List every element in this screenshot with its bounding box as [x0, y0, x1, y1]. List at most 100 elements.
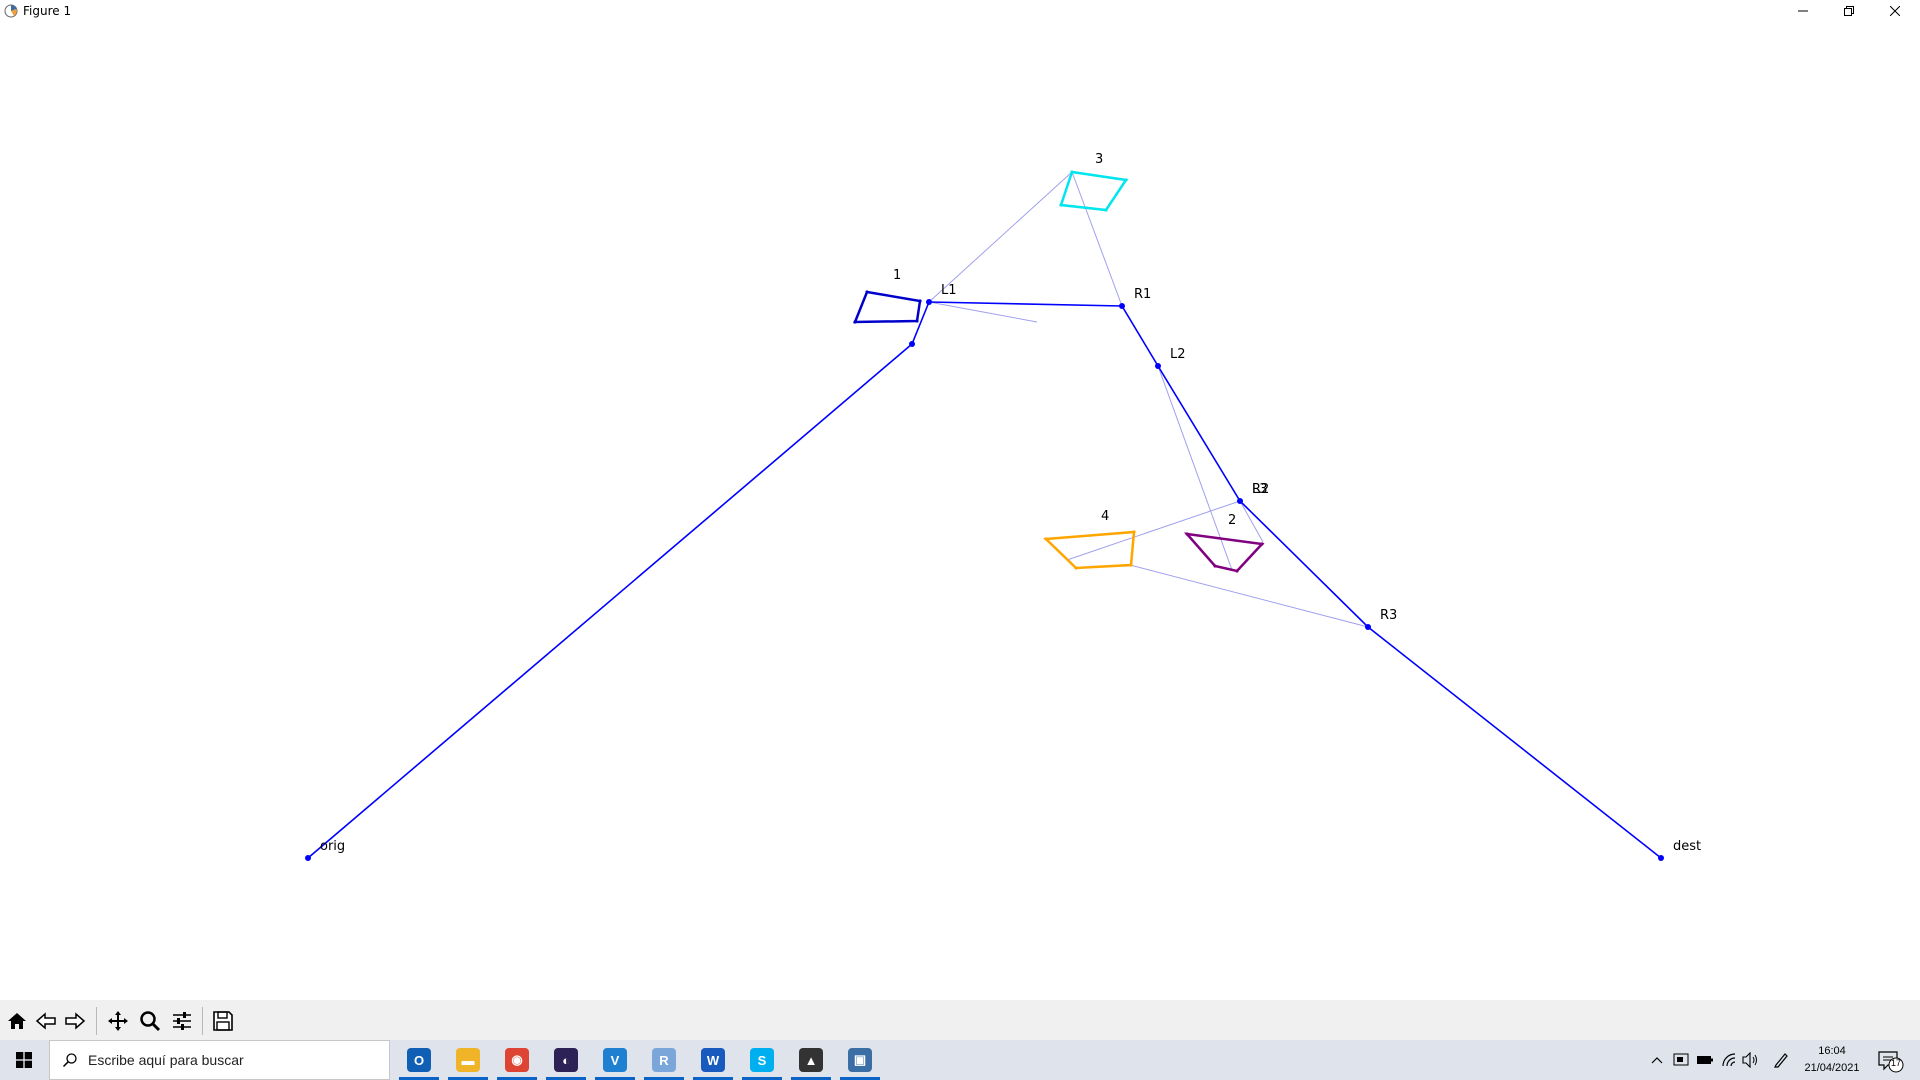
- zoom-button[interactable]: [137, 1009, 163, 1033]
- guide-line-6: [928, 301, 1038, 323]
- guide-line-3: [1066, 500, 1241, 561]
- inkscape-taskbar-button[interactable]: ▲: [787, 1040, 835, 1080]
- taskbar-clock[interactable]: 16:04 21/04/2021: [1792, 1043, 1872, 1077]
- obstacle-3: [1059, 170, 1129, 212]
- volume-button[interactable]: [1742, 1050, 1760, 1070]
- restore-icon: [1844, 6, 1854, 16]
- obstacle-1-vertex-0: [865, 290, 869, 294]
- taskbar-search-box[interactable]: Escribe aquí para buscar: [49, 1040, 390, 1080]
- obstacles: [853, 170, 1265, 573]
- obstacle-1-vertex-2: [915, 319, 919, 323]
- minimize-icon: [1798, 10, 1808, 12]
- obstacle-1-vertex-1: [918, 299, 922, 303]
- obstacle-1: [853, 290, 922, 324]
- guide-line-1: [1071, 171, 1123, 307]
- r-taskbar-button[interactable]: R: [640, 1040, 688, 1080]
- zoom-icon: [140, 1011, 161, 1032]
- save-button[interactable]: [210, 1009, 236, 1033]
- python-figure-icon: ▣: [848, 1048, 872, 1072]
- obstacle-label-2: 2: [1228, 513, 1236, 528]
- wifi-icon: [1722, 1053, 1736, 1067]
- back-button[interactable]: [33, 1009, 59, 1033]
- route-point-orig: [305, 855, 311, 861]
- forward-button[interactable]: [62, 1009, 88, 1033]
- inkscape-icon: ▲: [799, 1048, 823, 1072]
- guide-line-4: [1239, 500, 1264, 543]
- restore-button[interactable]: [1826, 0, 1872, 22]
- eclipse-icon: ◐: [554, 1048, 578, 1072]
- matplotlib-toolbar: [0, 1000, 1920, 1040]
- action-center-button[interactable]: 17: [1876, 1046, 1906, 1074]
- chrome-taskbar-button[interactable]: ◉: [493, 1040, 541, 1080]
- obstacle-2-vertex-2: [1235, 569, 1239, 573]
- obstacle-2: [1183, 532, 1265, 573]
- r-icon: R: [652, 1048, 676, 1072]
- route-point-L2: [1155, 363, 1161, 369]
- windows-taskbar: Escribe aquí para buscar O ▬ ◉ ◐ V R W S ▲ ▣ 16:0…: [0, 1040, 1920, 1080]
- obstacle-4-vertex-1: [1132, 530, 1136, 534]
- home-button[interactable]: [4, 1009, 30, 1033]
- search-icon: [62, 1053, 77, 1068]
- route-point-L1: [926, 299, 932, 305]
- minimize-button[interactable]: [1780, 0, 1826, 22]
- obstacle-label-3: 3: [1095, 152, 1103, 167]
- outlook-taskbar-button[interactable]: O: [395, 1040, 443, 1080]
- chrome-icon: ◉: [505, 1048, 529, 1072]
- toolbar-separator: [202, 1007, 203, 1035]
- route-point-R1: [1119, 303, 1125, 309]
- route-point-1: [909, 341, 915, 347]
- route-point-dest: [1658, 855, 1664, 861]
- eclipse-taskbar-button[interactable]: ◐: [542, 1040, 590, 1080]
- route-label-L3: L3: [1252, 482, 1268, 497]
- file-explorer-icon: ▬: [456, 1048, 480, 1072]
- route-label-R1: R1: [1134, 287, 1151, 302]
- obstacle-4-vertex-3: [1074, 566, 1078, 570]
- pen-workspace-button[interactable]: [1772, 1050, 1790, 1070]
- pan-button[interactable]: [105, 1009, 131, 1033]
- obstacle-2-vertex-1: [1260, 542, 1264, 546]
- file-explorer-taskbar-button[interactable]: ▬: [444, 1040, 492, 1080]
- guide-lines: [928, 171, 1369, 628]
- route-label-dest: dest: [1673, 839, 1701, 854]
- windows-logo-icon: [16, 1052, 32, 1068]
- vscode-taskbar-button[interactable]: V: [591, 1040, 639, 1080]
- skype-taskbar-button[interactable]: S: [738, 1040, 786, 1080]
- guide-line-0: [928, 171, 1073, 303]
- vscode-icon: V: [603, 1048, 627, 1072]
- pen-icon: [1774, 1053, 1788, 1068]
- search-placeholder: Escribe aquí para buscar: [88, 1052, 244, 1068]
- obstacle-3-vertex-2: [1104, 208, 1108, 212]
- obstacle-label-4: 4: [1101, 509, 1109, 524]
- speaker-icon: [1742, 1052, 1757, 1068]
- battery-icon: [1697, 1056, 1713, 1064]
- obstacle-2-vertex-0: [1185, 532, 1189, 536]
- start-button[interactable]: [0, 1040, 48, 1080]
- obstacle-label-1: 1: [893, 268, 901, 283]
- back-arrow-icon: [35, 1012, 56, 1030]
- obstacle-3-vertex-0: [1070, 170, 1074, 174]
- word-icon: W: [701, 1048, 725, 1072]
- route-label-R3: R3: [1380, 608, 1397, 623]
- obstacle-2-vertex-3: [1213, 564, 1217, 568]
- battery-button[interactable]: [1696, 1050, 1714, 1070]
- configure-subplots-button[interactable]: [169, 1009, 195, 1033]
- tray-app-button[interactable]: [1672, 1050, 1690, 1070]
- window-title: Figure 1: [23, 4, 72, 18]
- route-point-R3: [1365, 624, 1371, 630]
- tray-app-icon: [1673, 1053, 1689, 1066]
- route-line: [307, 301, 1662, 859]
- show-hidden-icons-button[interactable]: [1648, 1050, 1666, 1070]
- guide-line-5: [1129, 564, 1369, 628]
- pan-icon: [108, 1011, 128, 1031]
- word-taskbar-button[interactable]: W: [689, 1040, 737, 1080]
- python-figure-taskbar-button[interactable]: ▣: [836, 1040, 884, 1080]
- close-button[interactable]: [1872, 0, 1918, 22]
- skype-icon: S: [750, 1048, 774, 1072]
- guide-line-2: [1157, 365, 1233, 571]
- configure-subplots-icon: [173, 1012, 191, 1030]
- network-button[interactable]: [1720, 1050, 1738, 1070]
- obstacle-3-vertex-3: [1059, 203, 1063, 207]
- toolbar-separator: [96, 1007, 97, 1035]
